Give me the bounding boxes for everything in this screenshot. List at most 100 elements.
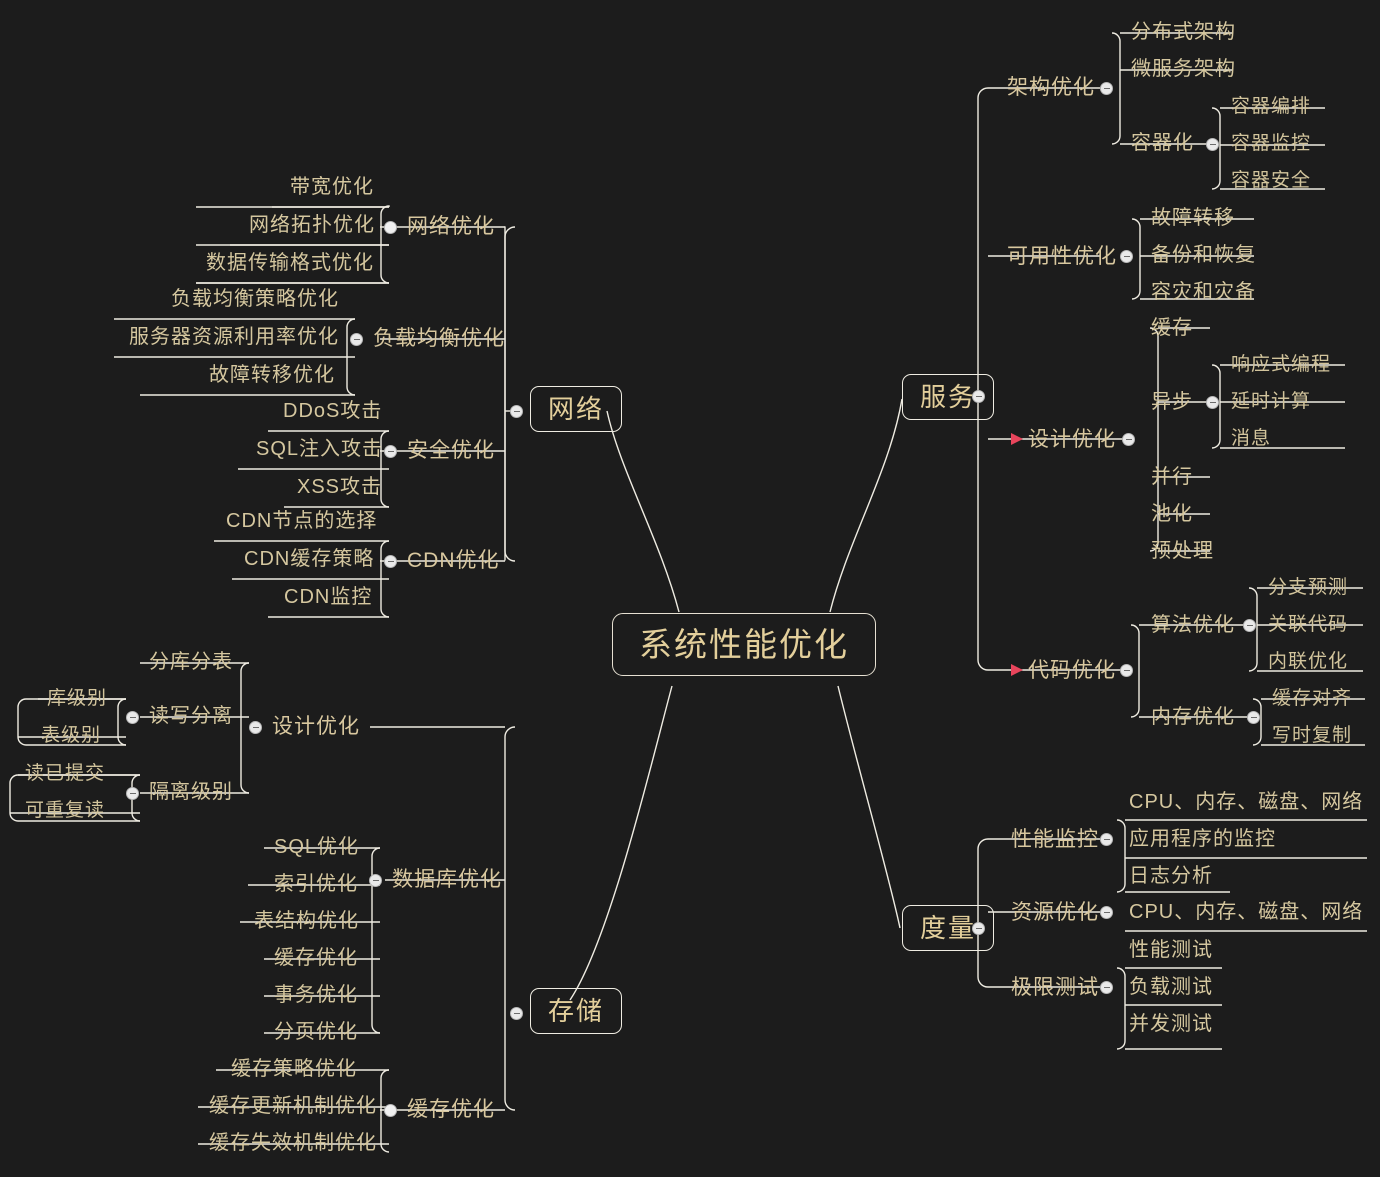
handle-algorithm-optimization[interactable] xyxy=(1243,619,1256,632)
node-performance-monitoring[interactable]: 性能监控 xyxy=(1008,828,1102,851)
node-sql-opt[interactable]: SQL优化 xyxy=(271,836,362,858)
collapse-handle-metrics[interactable] xyxy=(972,922,985,935)
handle-containerization[interactable] xyxy=(1206,138,1219,151)
node-availability-optimization[interactable]: 可用性优化 xyxy=(1004,245,1120,268)
handle-architecture-optimization[interactable] xyxy=(1100,82,1113,95)
node-inline-optimization[interactable]: 内联优化 xyxy=(1265,651,1351,672)
node-microservice-arch[interactable]: 微服务架构 xyxy=(1128,58,1239,80)
node-branch-prediction[interactable]: 分支预测 xyxy=(1265,577,1351,598)
node-design-optimization-storage[interactable]: 设计优化 xyxy=(269,715,363,738)
node-server-resource-opt[interactable]: 服务器资源利用率优化 xyxy=(126,326,342,348)
node-distributed-arch[interactable]: 分布式架构 xyxy=(1128,21,1239,43)
node-sql-injection[interactable]: SQL注入攻击 xyxy=(253,438,386,460)
node-limit-testing[interactable]: 极限测试 xyxy=(1008,976,1102,999)
handle-limit-testing[interactable] xyxy=(1100,981,1113,994)
handle-memory-optimization[interactable] xyxy=(1247,711,1260,724)
node-cache-strategy-opt[interactable]: 缓存策略优化 xyxy=(228,1058,360,1080)
node-copy-on-write[interactable]: 写时复制 xyxy=(1269,725,1355,746)
node-cache-alignment[interactable]: 缓存对齐 xyxy=(1269,688,1355,709)
node-table-structure-opt[interactable]: 表结构优化 xyxy=(251,910,362,932)
branch-metrics[interactable]: 度量 xyxy=(902,905,995,951)
node-memory-optimization[interactable]: 内存优化 xyxy=(1148,706,1238,728)
node-cache[interactable]: 缓存 xyxy=(1148,317,1196,339)
node-related-code[interactable]: 关联代码 xyxy=(1265,614,1351,635)
node-read-write-split[interactable]: 读写分离 xyxy=(146,705,236,727)
handle-design-optimization-storage[interactable] xyxy=(249,721,262,734)
node-cache-opt-db[interactable]: 缓存优化 xyxy=(271,947,361,969)
handle-code-optimization[interactable] xyxy=(1120,664,1133,677)
node-parallel[interactable]: 并行 xyxy=(1148,466,1196,488)
handle-security-optimization[interactable] xyxy=(384,445,397,458)
node-cache-update-opt[interactable]: 缓存更新机制优化 xyxy=(206,1095,380,1117)
node-resource-optimization[interactable]: 资源优化 xyxy=(1008,901,1102,924)
node-design-optimization-service[interactable]: 设计优化 xyxy=(1008,428,1119,451)
node-index-opt[interactable]: 索引优化 xyxy=(271,873,361,895)
branch-service[interactable]: 服务 xyxy=(902,374,995,420)
collapse-handle-service[interactable] xyxy=(972,390,985,403)
node-backup-recovery[interactable]: 备份和恢复 xyxy=(1148,244,1259,266)
node-network-optimization[interactable]: 网络优化 xyxy=(404,215,498,238)
node-container-orchestration[interactable]: 容器编排 xyxy=(1228,96,1314,117)
node-lb-strategy-opt[interactable]: 负载均衡策略优化 xyxy=(168,288,342,310)
node-reactive-programming[interactable]: 响应式编程 xyxy=(1228,354,1334,375)
node-code-optimization[interactable]: 代码优化 xyxy=(1008,659,1119,682)
node-failover-opt[interactable]: 故障转移优化 xyxy=(206,364,338,386)
node-cdn-optimization[interactable]: CDN优化 xyxy=(404,549,503,572)
node-container-monitoring[interactable]: 容器监控 xyxy=(1228,133,1314,154)
node-concurrency-test[interactable]: 并发测试 xyxy=(1126,1013,1216,1035)
node-cache-optimization[interactable]: 缓存优化 xyxy=(404,1098,498,1121)
node-containerization[interactable]: 容器化 xyxy=(1128,132,1197,154)
handle-database-optimization[interactable] xyxy=(369,874,382,887)
node-disaster-recovery[interactable]: 容灾和灾备 xyxy=(1148,281,1259,303)
handle-read-write-split[interactable] xyxy=(126,711,139,724)
node-pooling[interactable]: 池化 xyxy=(1148,503,1196,525)
node-isolation-level[interactable]: 隔离级别 xyxy=(146,781,236,803)
node-lazy-computation[interactable]: 延时计算 xyxy=(1228,391,1314,412)
handle-performance-monitoring[interactable] xyxy=(1100,833,1113,846)
node-cpu-mem-disk-net-resource[interactable]: CPU、内存、磁盘、网络 xyxy=(1126,901,1366,923)
handle-design-optimization-service[interactable] xyxy=(1122,433,1135,446)
node-container-security[interactable]: 容器安全 xyxy=(1228,170,1314,191)
node-preprocessing[interactable]: 预处理 xyxy=(1148,540,1217,562)
node-repeatable-read[interactable]: 可重复读 xyxy=(22,800,108,821)
node-db-level[interactable]: 库级别 xyxy=(44,688,110,709)
node-cdn-node-select[interactable]: CDN节点的选择 xyxy=(223,510,380,532)
node-database-optimization[interactable]: 数据库优化 xyxy=(389,868,505,891)
node-cpu-mem-disk-net-monitor[interactable]: CPU、内存、磁盘、网络 xyxy=(1126,791,1366,813)
branch-storage[interactable]: 存储 xyxy=(530,988,623,1034)
handle-availability-optimization[interactable] xyxy=(1120,250,1133,263)
node-cache-invalidation-opt[interactable]: 缓存失效机制优化 xyxy=(206,1132,380,1154)
node-log-analysis[interactable]: 日志分析 xyxy=(1126,865,1216,887)
node-read-committed[interactable]: 读已提交 xyxy=(22,763,108,784)
node-algorithm-optimization[interactable]: 算法优化 xyxy=(1148,614,1238,636)
node-transfer-format-opt[interactable]: 数据传输格式优化 xyxy=(203,252,377,274)
node-performance-test[interactable]: 性能测试 xyxy=(1126,939,1216,961)
node-bandwidth-opt[interactable]: 带宽优化 xyxy=(287,176,377,198)
node-architecture-optimization[interactable]: 架构优化 xyxy=(1004,76,1098,99)
node-failover[interactable]: 故障转移 xyxy=(1148,207,1238,229)
node-topology-opt[interactable]: 网络拓扑优化 xyxy=(246,214,378,236)
node-load-balance-optimization[interactable]: 负载均衡优化 xyxy=(370,327,508,350)
node-message[interactable]: 消息 xyxy=(1228,428,1274,449)
root-node[interactable]: 系统性能优化 xyxy=(612,613,876,676)
handle-isolation-level[interactable] xyxy=(126,787,139,800)
handle-load-balance-optimization[interactable] xyxy=(350,333,363,346)
branch-network[interactable]: 网络 xyxy=(530,386,623,432)
node-ddos-attack[interactable]: DDoS攻击 xyxy=(280,400,385,422)
handle-network-optimization[interactable] xyxy=(384,221,397,234)
handle-cache-optimization[interactable] xyxy=(384,1104,397,1117)
collapse-handle-storage[interactable] xyxy=(510,1007,523,1020)
node-security-optimization[interactable]: 安全优化 xyxy=(404,439,498,462)
node-cdn-monitor[interactable]: CDN监控 xyxy=(281,586,375,608)
node-transaction-opt[interactable]: 事务优化 xyxy=(271,984,361,1006)
node-sharding[interactable]: 分库分表 xyxy=(146,651,236,673)
node-xss-attack[interactable]: XSS攻击 xyxy=(294,476,385,498)
handle-resource-optimization[interactable] xyxy=(1100,906,1113,919)
node-table-level[interactable]: 表级别 xyxy=(38,725,104,746)
handle-async[interactable] xyxy=(1206,396,1219,409)
node-pagination-opt[interactable]: 分页优化 xyxy=(271,1021,361,1043)
node-load-test[interactable]: 负载测试 xyxy=(1126,976,1216,998)
node-cdn-cache-strategy[interactable]: CDN缓存策略 xyxy=(241,548,377,570)
node-async[interactable]: 异步 xyxy=(1148,391,1196,413)
